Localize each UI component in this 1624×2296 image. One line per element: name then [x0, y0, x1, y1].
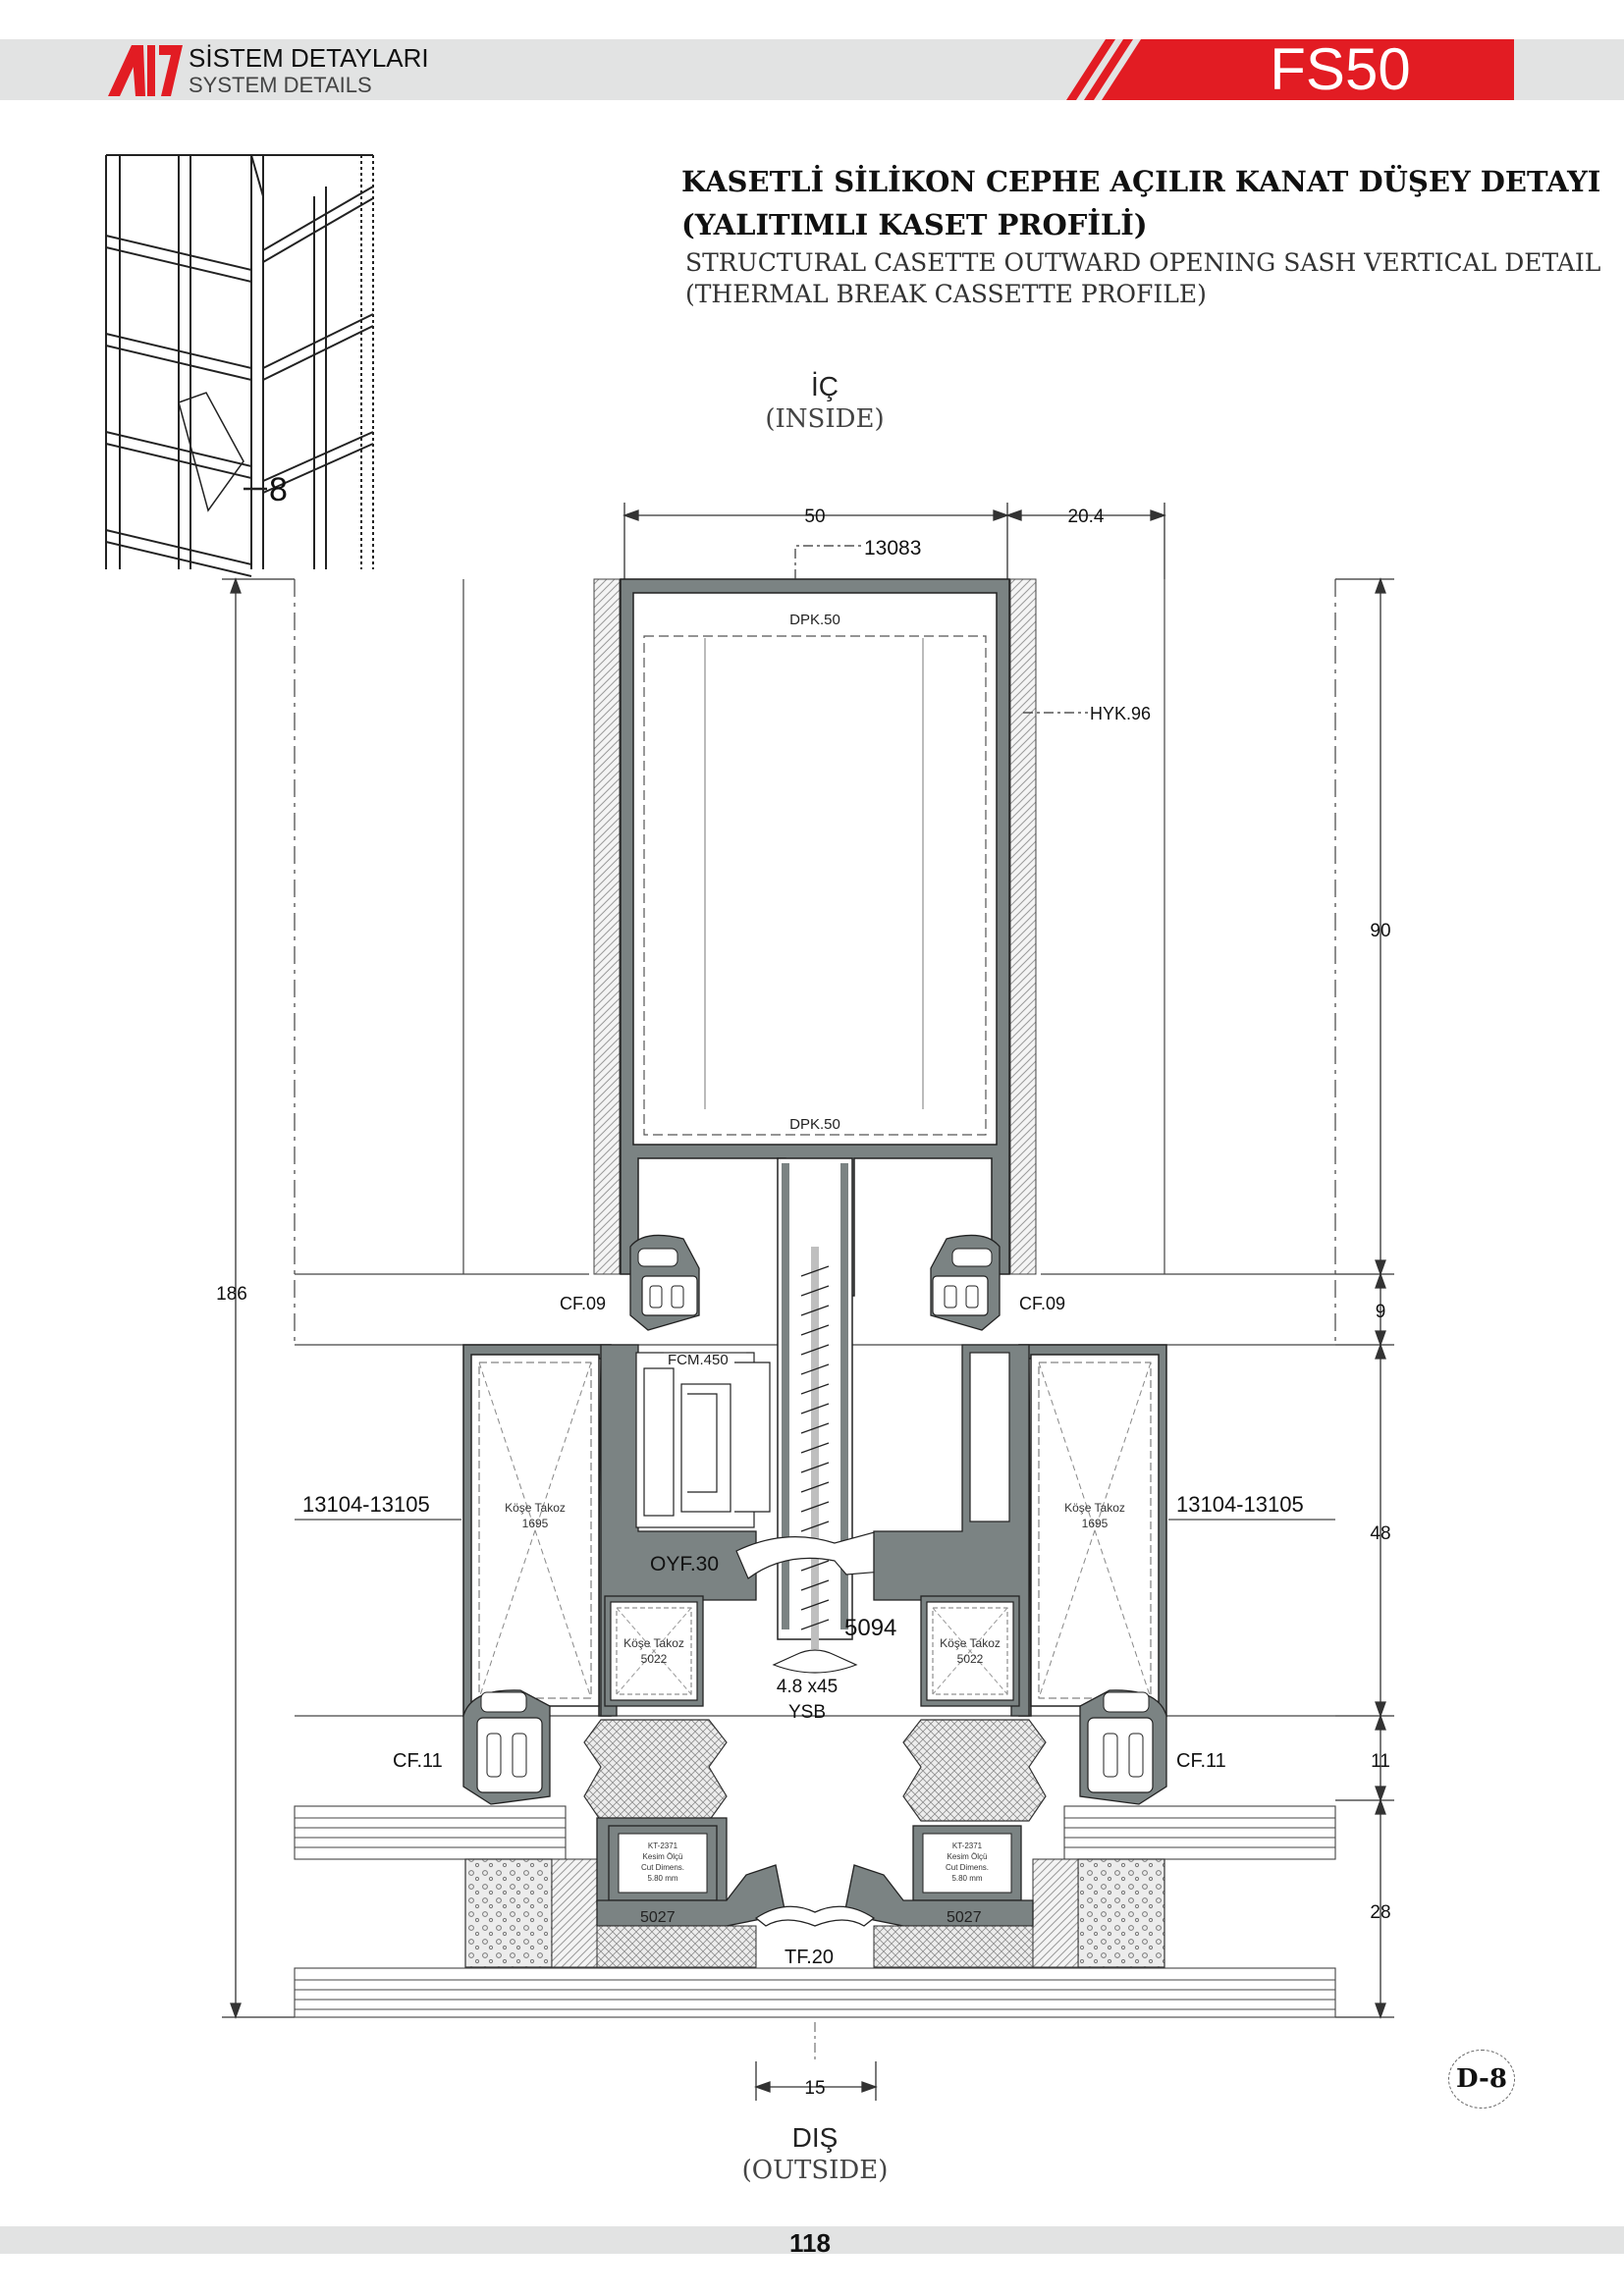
dim-bottom-width: 15	[804, 2078, 825, 2099]
detail-title-tr-sub: (YALITIMLI KASET PROFİLİ)	[681, 208, 1148, 241]
label-kt-right-3: Cut Dimens.	[946, 1863, 989, 1872]
detail-title-tr: KASETLİ SİLİKON CEPHE AÇILIR KANAT DÜŞEY…	[681, 165, 1601, 198]
inside-label-en: (INSIDE)	[765, 404, 885, 434]
dim-seg5: 28	[1370, 1902, 1390, 1923]
dim-total-height: 186	[216, 1284, 247, 1305]
dimension-lines	[222, 503, 1394, 2101]
label-dpk-bottom: DPK.50	[789, 1116, 840, 1133]
tf-gasket	[754, 1905, 876, 1927]
thermal-break-right	[902, 1719, 1047, 1822]
dpk-gasket	[643, 635, 987, 1136]
label-corner-right-big-code: 1695	[1082, 1517, 1109, 1530]
outside-label-en: (OUTSIDE)	[741, 2156, 889, 2185]
cf11-left	[462, 1689, 551, 1805]
detail-reference-badge: D-8	[1448, 2050, 1515, 2109]
thermal-break-left	[583, 1719, 728, 1822]
label-kt-right-2: Kesim Ölçü	[947, 1852, 988, 1861]
label-profile-top: 13083	[864, 537, 921, 560]
detail-title-en: STRUCTURAL CASETTE OUTWARD OPENING SASH …	[685, 248, 1601, 277]
insulation-right	[1009, 578, 1037, 1275]
cf11-right	[1079, 1689, 1167, 1805]
label-5027-right: 5027	[947, 1909, 982, 1926]
label-corner-left-small-code: 5022	[641, 1652, 668, 1666]
label-corner-right-small-code: 5022	[957, 1652, 984, 1666]
brand-logo	[108, 45, 183, 96]
label-corner-right-big: Köşe Takoz	[1064, 1501, 1125, 1515]
spacer-left	[464, 1858, 553, 1968]
outside-label: DIŞ	[791, 2122, 839, 2153]
dim-seg1: 90	[1370, 921, 1390, 941]
label-fcm: FCM.450	[668, 1352, 729, 1368]
label-cf11-left: CF.11	[393, 1750, 443, 1772]
header-subtitle: SYSTEM DETAILS	[189, 73, 372, 97]
label-kt-left-2: Kesim Ölçü	[643, 1852, 683, 1861]
label-corner-left-big: Köşe Takoz	[505, 1501, 566, 1515]
dim-seg3: 48	[1370, 1523, 1390, 1544]
label-tf: TF.20	[785, 1947, 834, 1968]
label-kt-left-4: 5.80 mm	[647, 1874, 677, 1883]
label-kt-right-1: KT-2371	[952, 1842, 983, 1850]
label-corner-left-big-code: 1695	[522, 1517, 549, 1530]
outer-glass	[294, 1805, 1336, 2018]
detail-title-en-sub: (THERMAL BREAK CASSETTE PROFILE)	[685, 280, 1207, 308]
label-cf11-right: CF.11	[1176, 1750, 1226, 1772]
label-corner-left-small: Köşe Takoz	[623, 1636, 684, 1650]
footer-band	[0, 2226, 1624, 2254]
label-kt-right-4: 5.80 mm	[951, 1874, 982, 1883]
key-plan	[105, 154, 374, 577]
label-profile-left: 13104-13105	[302, 1492, 430, 1517]
cf09-right	[930, 1234, 1001, 1331]
label-corner-right-small: Köşe Takoz	[940, 1636, 1001, 1650]
label-cf09-left: CF.09	[560, 1294, 606, 1313]
label-dpk-top: DPK.50	[789, 612, 840, 628]
inside-label: İÇ	[811, 371, 839, 401]
label-profile-right: 13104-13105	[1176, 1492, 1304, 1517]
insulation-left	[593, 578, 621, 1275]
dim-top-offset: 20.4	[1068, 507, 1105, 527]
label-5027-left: 5027	[640, 1909, 676, 1926]
label-screw: 4.8 x45	[777, 1677, 838, 1697]
screw	[772, 1247, 858, 1674]
series-label: FS50	[1270, 36, 1411, 102]
series-tab	[1066, 39, 1514, 100]
label-cf09-right: CF.09	[1019, 1294, 1065, 1313]
label-5094: 5094	[844, 1615, 896, 1641]
cassette-cavity	[632, 592, 998, 1146]
label-oyf: OYF.30	[650, 1553, 719, 1575]
label-kt-left-1: KT-2371	[648, 1842, 678, 1850]
dim-seg2: 9	[1376, 1302, 1386, 1322]
dim-seg4: 11	[1371, 1751, 1390, 1772]
section-marker: 8	[269, 471, 288, 508]
header-title: SİSTEM DETAYLARI	[189, 43, 429, 73]
label-hyk: HYK.96	[1090, 704, 1151, 723]
cf09-left	[629, 1234, 700, 1331]
dim-top-width: 50	[804, 507, 825, 527]
label-screw-type: YSB	[788, 1702, 826, 1723]
page-number: 118	[789, 2228, 831, 2258]
spacer-right	[1077, 1858, 1165, 1968]
label-kt-left-3: Cut Dimens.	[641, 1863, 684, 1872]
